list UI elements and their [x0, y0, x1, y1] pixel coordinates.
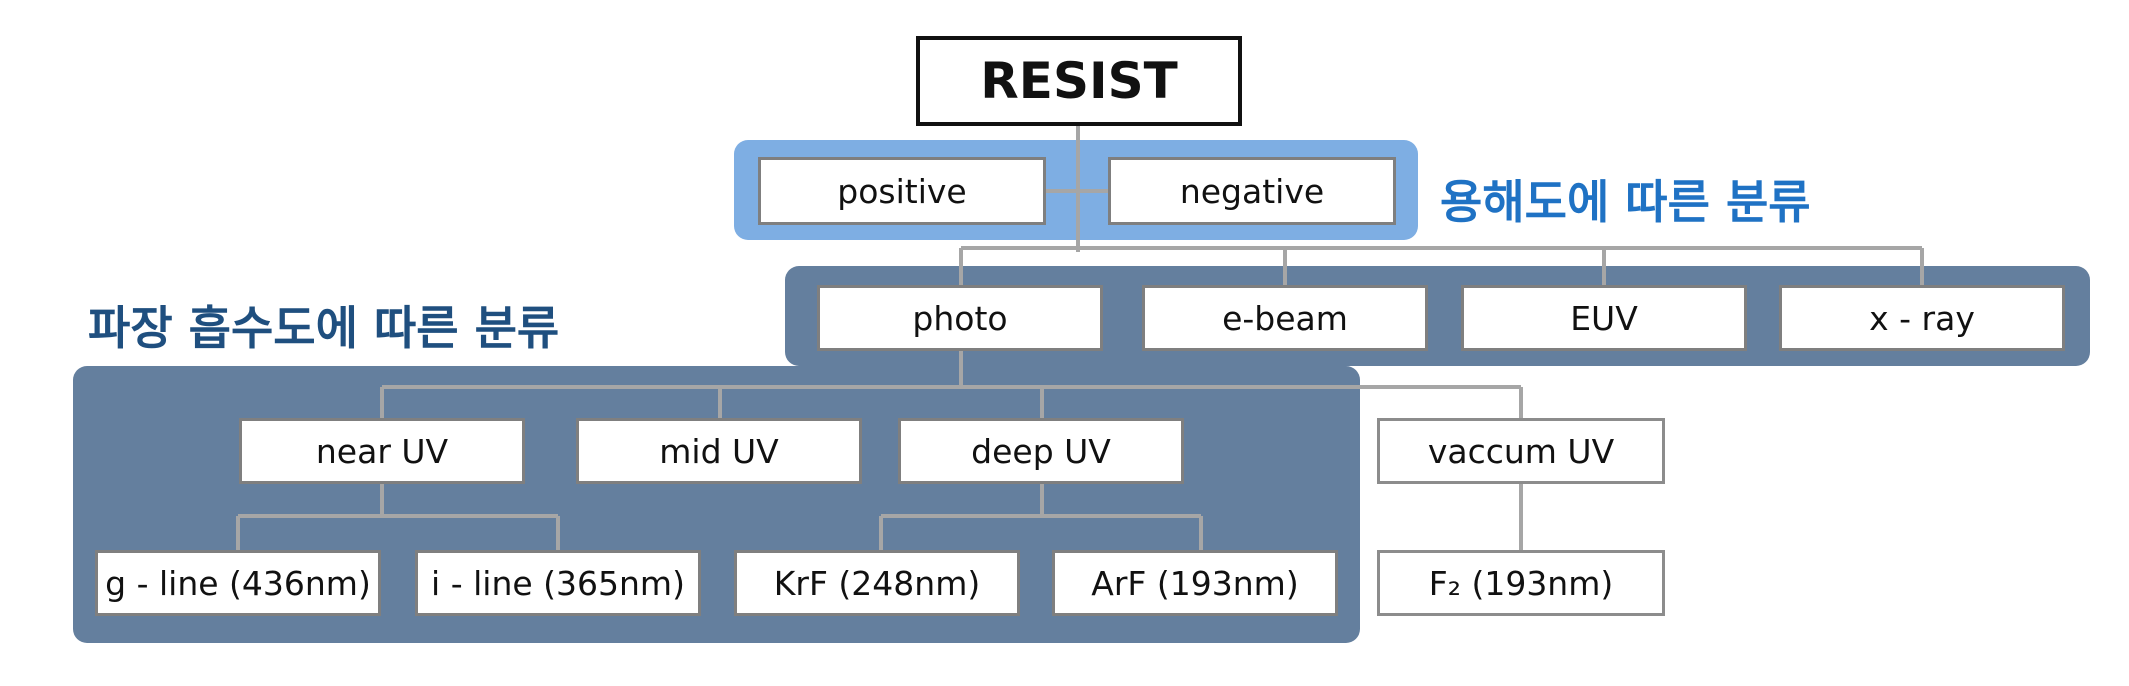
- photo-node: photo: [817, 285, 1103, 351]
- positive-node: positive: [758, 157, 1046, 225]
- negative-node: negative: [1108, 157, 1396, 225]
- arf-node: ArF (193nm): [1052, 550, 1338, 616]
- euv-node: EUV: [1461, 285, 1747, 351]
- deep-uv-node: deep UV: [898, 418, 1184, 484]
- vaccum-uv-node: vaccum UV: [1377, 418, 1665, 484]
- f2-node: F₂ (193nm): [1377, 550, 1665, 616]
- solubility-category-label: 용해도에 따른 분류: [1440, 175, 1811, 229]
- near-uv-node: near UV: [239, 418, 525, 484]
- mid-uv-node: mid UV: [576, 418, 862, 484]
- x-ray-node: x - ray: [1779, 285, 2065, 351]
- resist-root-node: RESIST: [916, 36, 1242, 126]
- krf-node: KrF (248nm): [734, 550, 1020, 616]
- g-line-node: g - line (436nm): [95, 550, 381, 616]
- i-line-node: i - line (365nm): [415, 550, 701, 616]
- absorption-category-label: 파장 흡수도에 따른 분류: [88, 301, 560, 355]
- e-beam-node: e-beam: [1142, 285, 1428, 351]
